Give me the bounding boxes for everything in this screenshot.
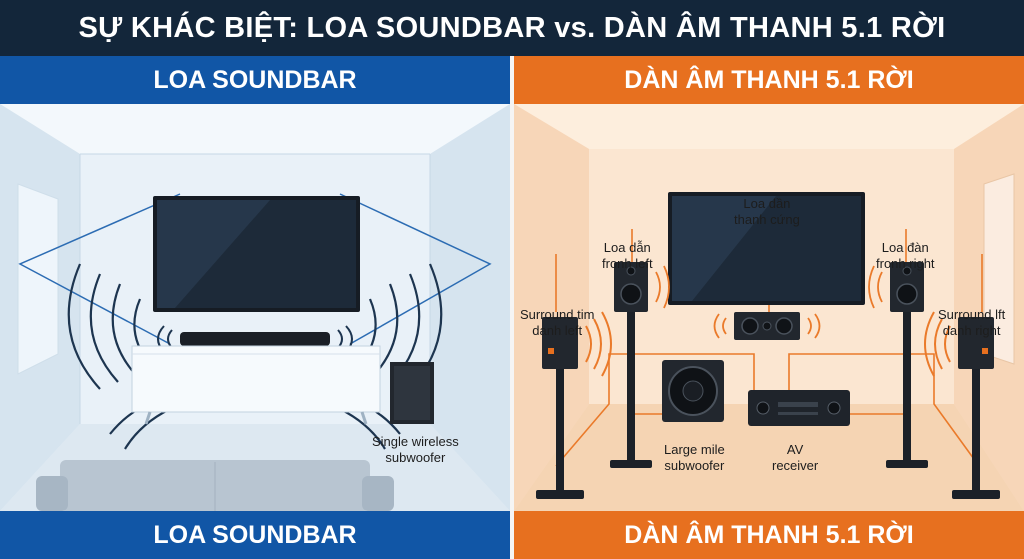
- subwoofer-icon: [662, 360, 724, 422]
- soundbar-footer: LOA SOUNDBAR: [0, 511, 510, 559]
- soundbar-icon: [180, 332, 330, 346]
- center-speaker-label: Loa dần thanh cứng: [734, 196, 800, 227]
- subwoofer-label: Large mile subwoofer: [664, 442, 725, 473]
- soundbar-room-illustration: [0, 104, 510, 511]
- av-receiver-label: AV receiver: [772, 442, 819, 473]
- av-receiver-icon: [748, 390, 850, 426]
- surround-right-speaker-label: Surround lft danh right: [938, 307, 1006, 338]
- surround-left-speaker-label: Surround tim danh left: [520, 307, 595, 338]
- single-wireless-subwoofer-label: Single wireless subwoofer: [372, 434, 459, 465]
- surround-right-speaker-icon: [952, 317, 1000, 499]
- surround-51-footer: DÀN ÂM THANH 5.1 RỜI: [514, 511, 1024, 559]
- soundbar-scene: Single wireless subwoofer: [0, 104, 510, 511]
- tv-icon: [668, 192, 865, 305]
- front-right-speaker-label: Loa đàn fronh right: [876, 240, 935, 271]
- tv-icon: [153, 196, 360, 312]
- surround-51-panel: DÀN ÂM THANH 5.1 RỜI: [514, 56, 1024, 559]
- surround-51-scene: Loa dần thanh cứng Loa dẫn fronh left Lo…: [514, 104, 1024, 511]
- soundbar-header: LOA SOUNDBAR: [0, 56, 510, 104]
- center-speaker-icon: [734, 312, 800, 340]
- soundbar-panel: LOA SOUNDBAR: [0, 56, 510, 559]
- front-left-speaker-label: Loa dẫn fronh left: [602, 240, 653, 271]
- sofa-icon: [36, 460, 394, 511]
- title-bar: SỰ KHÁC BIỆT: LOA SOUNDBAR vs. DÀN ÂM TH…: [0, 0, 1024, 56]
- page-title: SỰ KHÁC BIỆT: LOA SOUNDBAR vs. DÀN ÂM TH…: [78, 11, 946, 44]
- subwoofer-icon: [390, 362, 434, 424]
- front-right-speaker-icon: [886, 262, 928, 468]
- surround-room-illustration: [514, 104, 1024, 511]
- panel-divider: [510, 56, 514, 559]
- surround-left-speaker-icon: [536, 317, 584, 499]
- surround-51-header: DÀN ÂM THANH 5.1 RỜI: [514, 56, 1024, 104]
- front-left-speaker-icon: [610, 262, 652, 468]
